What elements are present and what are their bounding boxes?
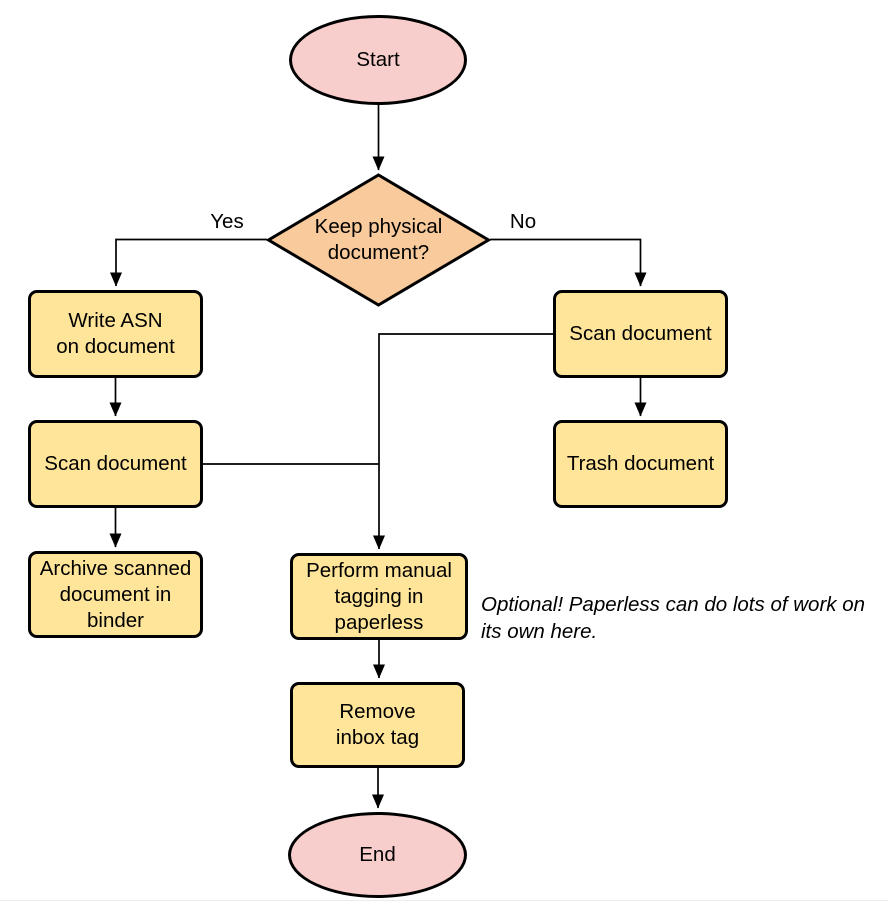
write-asn-node-label: Write ASN on document xyxy=(56,309,175,358)
decision-diamond-shape xyxy=(265,173,492,307)
start-node: Start xyxy=(289,15,467,105)
end-node-label: End xyxy=(359,843,396,866)
trash-document-node-label: Trash document xyxy=(566,452,715,475)
scan-document-left-node: Scan document xyxy=(28,420,203,508)
remove-inbox-tag-node-label: Remove inbox tag xyxy=(335,700,420,749)
archive-node-label: Archive scanned document in binder xyxy=(39,556,192,632)
edge-decision-no-to-scan-right xyxy=(490,238,647,287)
remove-inbox-tag-node: Remove inbox tag xyxy=(290,682,465,768)
decision-node-label: Keep physical document? xyxy=(314,215,443,264)
end-node: End xyxy=(288,812,467,898)
archive-node: Archive scanned document in binder xyxy=(28,551,203,638)
edge-decision-yes-to-write-asn xyxy=(110,238,267,287)
start-node-label: Start xyxy=(356,48,400,71)
scan-document-left-node-label: Scan document xyxy=(44,452,187,475)
canvas-bottom-border xyxy=(0,900,888,901)
edge-scan-right-to-tagging xyxy=(373,333,553,550)
scan-document-right-node: Scan document xyxy=(553,290,728,378)
trash-document-node: Trash document xyxy=(553,420,728,508)
optional-annotation: Optional! Paperless can do lots of work … xyxy=(481,593,866,643)
manual-tagging-node: Perform manual tagging in paperless xyxy=(290,553,468,640)
edge-label-no: No xyxy=(496,211,550,233)
manual-tagging-node-label: Perform manual tagging in paperless xyxy=(306,558,452,634)
scan-document-right-node-label: Scan document xyxy=(569,322,712,345)
edge-label-yes: Yes xyxy=(200,211,254,233)
write-asn-node: Write ASN on document xyxy=(28,290,203,378)
